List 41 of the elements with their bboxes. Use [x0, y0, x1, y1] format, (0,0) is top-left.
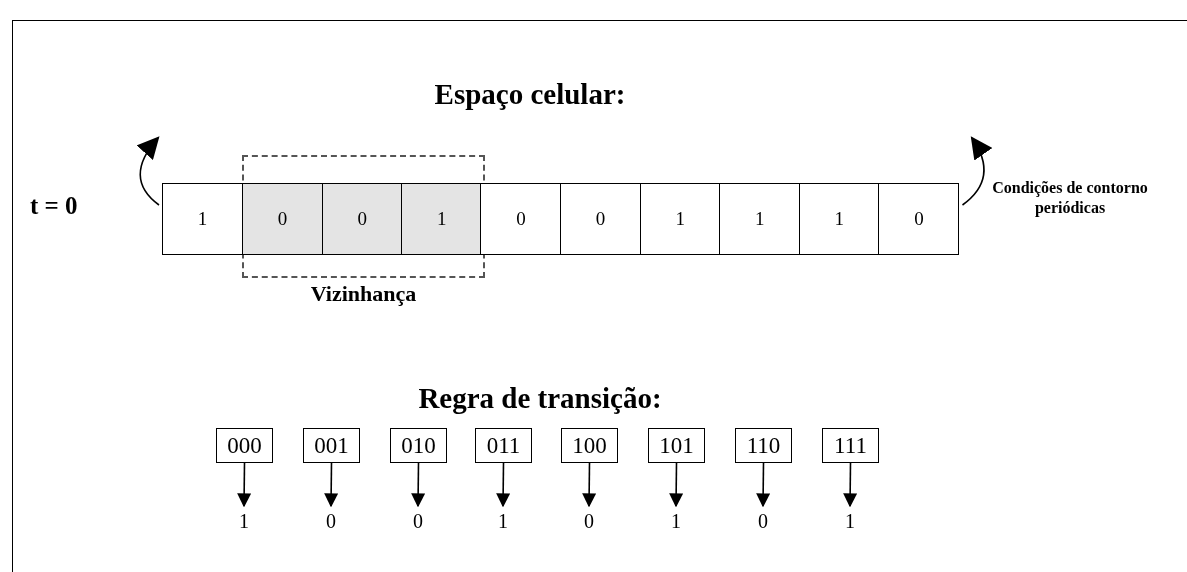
grid-cell: 0: [321, 183, 403, 255]
arrow: [756, 462, 771, 508]
output-value: 0: [403, 506, 433, 536]
annotation-text: Condições de contorno periódicas: [991, 178, 1149, 218]
pattern-box: 011: [475, 428, 532, 463]
grid-cell: 0: [480, 183, 562, 255]
curved-arrow: [136, 136, 160, 206]
grid-cell: 1: [719, 183, 801, 255]
pattern-box: 100: [561, 428, 618, 463]
pattern-box: 101: [648, 428, 705, 463]
heading: Regra de transição:: [417, 381, 663, 416]
grid-cell: 0: [560, 183, 642, 255]
output-value: 0: [748, 506, 778, 536]
pattern-box: 001: [303, 428, 360, 463]
grid-cell: 1: [162, 183, 244, 255]
heading: Espaço celular:: [433, 77, 627, 112]
arrow: [843, 462, 858, 508]
arrow: [582, 462, 597, 508]
output-value: 1: [488, 506, 518, 536]
output-value: 1: [661, 506, 691, 536]
time-label: t = 0: [30, 191, 79, 221]
arrow: [496, 462, 511, 508]
pattern-box: 111: [822, 428, 879, 463]
pattern-box: 000: [216, 428, 273, 463]
arrow: [669, 462, 684, 508]
grid-cell: 1: [639, 183, 721, 255]
grid-cell: 1: [798, 183, 880, 255]
curved-arrow: [961, 136, 992, 206]
pattern-box: 110: [735, 428, 792, 463]
arrow: [324, 462, 339, 508]
arrow: [411, 462, 426, 508]
output-value: 0: [316, 506, 346, 536]
output-value: 1: [229, 506, 259, 536]
grid-cell: 0: [242, 183, 324, 255]
grid-cell: 0: [878, 183, 960, 255]
output-value: 1: [835, 506, 865, 536]
output-value: 0: [574, 506, 604, 536]
arrow: [237, 462, 252, 508]
grid-cell: 1: [401, 183, 483, 255]
pattern-box: 010: [390, 428, 447, 463]
group-label: Vizinhança: [309, 281, 418, 307]
